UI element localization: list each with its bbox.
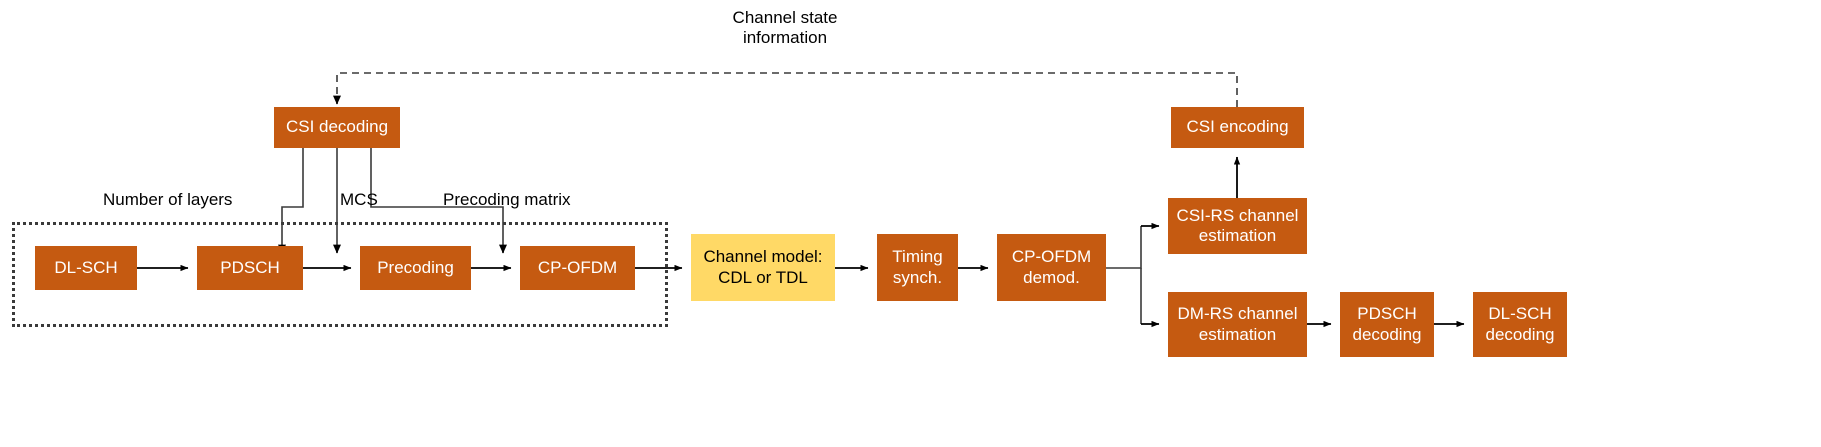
label-number-of-layers: Number of layers [103,190,233,209]
block-pdsch[interactable]: PDSCH [197,246,303,290]
block-cp-ofdm[interactable]: CP-OFDM [520,246,635,290]
block-precoding[interactable]: Precoding [360,246,471,290]
receiver-split-wires [1106,226,1142,324]
block-csi-rs-channel-estimation[interactable]: CSI-RS channel estimation [1168,198,1307,254]
block-cp-ofdm-demod[interactable]: CP-OFDM demod. [997,234,1106,301]
csi-feedback-dashed-path [336,72,1238,107]
block-dm-rs-channel-estimation[interactable]: DM-RS channel estimation [1168,292,1307,357]
transmitter-chain-group [12,222,668,327]
receiver-split-arrows [1141,222,1160,328]
label-channel-state-information: Channel state information [732,8,838,48]
block-timing-synch[interactable]: Timing synch. [877,234,958,301]
block-dl-sch-decoding[interactable]: DL-SCH decoding [1473,292,1567,357]
block-channel-model[interactable]: Channel model: CDL or TDL [691,234,835,301]
block-csi-decoding[interactable]: CSI decoding [274,107,400,148]
label-precoding-matrix: Precoding matrix [443,190,571,209]
block-csi-encoding[interactable]: CSI encoding [1171,107,1304,148]
block-dl-sch[interactable]: DL-SCH [35,246,137,290]
label-mcs: MCS [340,190,378,209]
block-pdsch-decoding[interactable]: PDSCH decoding [1340,292,1434,357]
